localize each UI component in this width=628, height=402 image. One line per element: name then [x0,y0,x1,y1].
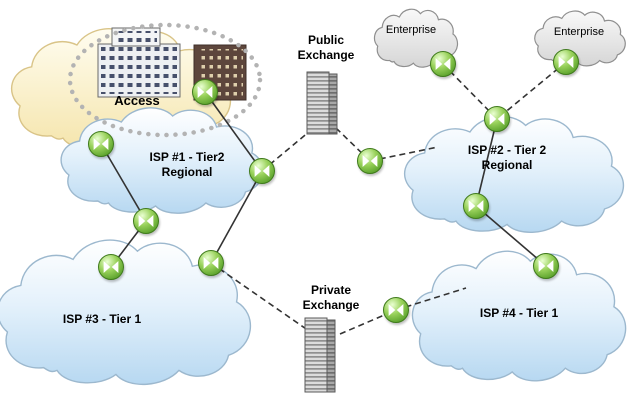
edge-r-access-buildings--r-isp1-east [204,91,263,172]
edge-r-enterprise-right--r-isp2-north [496,61,567,120]
access-label: Access [114,93,160,108]
isp1-label: ISP #1 - Tier2 Regional [117,150,257,180]
router-icon-isp4 [533,253,559,279]
router-icon-isp2-south [463,193,489,219]
isp2-label-line2: Regional [481,158,533,172]
router-icon-isp1-east [249,158,275,184]
router-icon-isp1-isp3-link [133,208,159,234]
public-exchange-building-icon [306,71,338,135]
isp2-label-line1: ISP #2 - Tier 2 [467,143,547,157]
router-icon-public-exchange-east [357,148,383,174]
public-exchange-label-line1: Public [307,33,344,47]
enterprise-right-label: Enterprise [553,26,605,38]
router-icon-access-buildings [192,79,218,105]
isp4-label: ISP #4 - Tier 1 [479,306,559,320]
router-icon-access-west [88,131,114,157]
private-exchange-label-line1: Private [310,283,352,297]
enterprise-left-label: Enterprise [385,24,437,36]
isp1-label-line2: Regional [161,165,213,179]
isp2-label: ISP #2 - Tier 2 Regional [437,143,577,173]
router-icon-enterprise-right [553,49,579,75]
isp1-label-line1: ISP #1 - Tier2 [149,150,225,164]
public-exchange-label: Public Exchange [286,33,366,63]
edge-r-isp3-east--private-exchange-west-anchor [210,262,313,334]
isp3-label: ISP #3 - Tier 1 [62,312,142,326]
router-icon-isp3-east [198,250,224,276]
private-exchange-label: Private Exchange [291,283,371,313]
router-icon-private-exchange-east [383,297,409,323]
edge-r-isp2-north--r-isp2-south [475,118,498,207]
edge-r-isp1-east--r-isp3-east [210,170,263,264]
public-exchange-label-line2: Exchange [297,48,355,62]
router-icon-isp2-north [484,106,510,132]
router-icon-enterprise-left [430,51,456,77]
edge-r-access-west--r-isp1-isp3-link [100,143,147,222]
private-exchange-label-line2: Exchange [302,298,360,312]
access-boundary-ellipse [67,22,263,138]
edge-r-isp2-south--r-isp4 [475,205,547,267]
router-icon-isp3-west [98,254,124,280]
private-exchange-building-icon [304,317,336,393]
edge-public-exchange-east-anchor--r-public-exchange-east [335,127,371,162]
